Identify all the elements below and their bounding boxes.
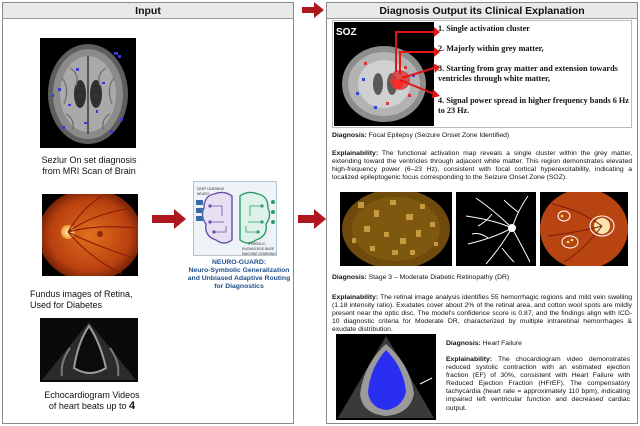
brain-mri-image [40,38,136,148]
ng-label-machine-learning: MACHINE LEARNING [242,252,276,256]
dr-diag-label: Diagnosis: [332,274,367,281]
echocardiogram-image [40,318,138,382]
ng-label-symbolic: SYMBOLIC [248,242,266,246]
hf-expl-label: Explainability: [446,356,493,363]
mri-caption: Sezlur On set diagnosis from MRI Scan of… [41,155,137,176]
input-to-model-arrow [152,209,186,229]
hf-explainability: Explainability: The chocardiogram video … [446,356,630,413]
soz-brain-image [334,22,434,126]
soz-item-4: 4. Signal power spread in higher frequen… [438,96,629,115]
dr-expl-label: Explainability: [332,294,379,301]
epilepsy-diag-value: Focal Epilepsy (Seizure Onset Zone Ident… [368,132,510,139]
hf-diag-label: Diagnosis: [446,340,481,347]
dr-expl-text: The retinal image analysis identifies 55… [332,294,632,334]
epilepsy-diagnosis: Diagnosis: Focal Epilepsy (Seizure Onset… [332,132,632,140]
soz-item-1: 1. Single activation cluster [438,24,530,33]
dr-explainability: Explainability: The retinal image analys… [332,294,632,334]
epilepsy-expl-label: Explainability: [332,150,379,157]
hf-expl-text: The chocardiogram video demonstrates red… [446,356,631,412]
ng-label-deep-learning: DEEP LEARNING [197,187,225,191]
retina-caption: Fundus images of Retina, Used for Diabet… [30,289,133,310]
ng-label-neuro: NEURO [197,192,210,196]
output-header: Diagnosis Output its Clinical Explanatio… [327,3,637,19]
neuro-guard-diagram: DEEP LEARNING NEURO SYMBOLIC KNOWLEDGE B… [193,181,277,256]
epilepsy-explainability: Explainability: The functional activatio… [332,150,632,182]
echo-caption-line1: Echocardiogram Videos [44,390,140,400]
neuro-guard-caption: NEURO-GUARD: Neuro-Symbolic Generalizati… [183,259,295,291]
retina-lesion-map [340,192,452,266]
echo-lv-segmentation [336,334,436,420]
echo-caption-text: of heart beats up to [48,401,127,411]
model-to-output-arrow [298,209,326,229]
epilepsy-diag-label: Diagnosis: [332,132,367,139]
input-header: Input [3,3,293,19]
soz-item-3: 3. Starting from gray matter and extensi… [438,64,618,83]
echo-caption-line2: of heart beats up to 4 [32,401,152,412]
dr-diagnosis: Diagnosis: Stage 3 – Moderate Diabetic R… [332,274,632,282]
soz-callout-arrows [395,27,440,98]
header-arrow [302,2,324,18]
retina-vessel-map [456,192,536,266]
hf-diagnosis: Diagnosis: Heart Failure [446,340,630,348]
echo-caption: Echocardiogram Videos of heart beats up … [32,390,152,412]
epilepsy-expl-text: The functional activation map reveals a … [332,150,632,182]
ng-title: NEURO-GUARD: [212,259,266,266]
echo-caption-number: 4 [128,400,136,412]
retina-annotated-image [540,192,628,266]
hf-diag-value: Heart Failure [482,340,522,347]
retina-fundus-image [42,194,138,276]
soz-item-2: 2. Majorly within grey matter, [438,44,544,53]
ng-subtitle: Neuro-Symbolic Generalization and Unbias… [187,267,291,290]
ng-label-knowledge-base: KNOWLEDGE BASE [242,247,275,251]
soz-label: SOZ [336,27,357,38]
dr-diag-value: Stage 3 – Moderate Diabetic Retinopathy … [368,274,510,281]
